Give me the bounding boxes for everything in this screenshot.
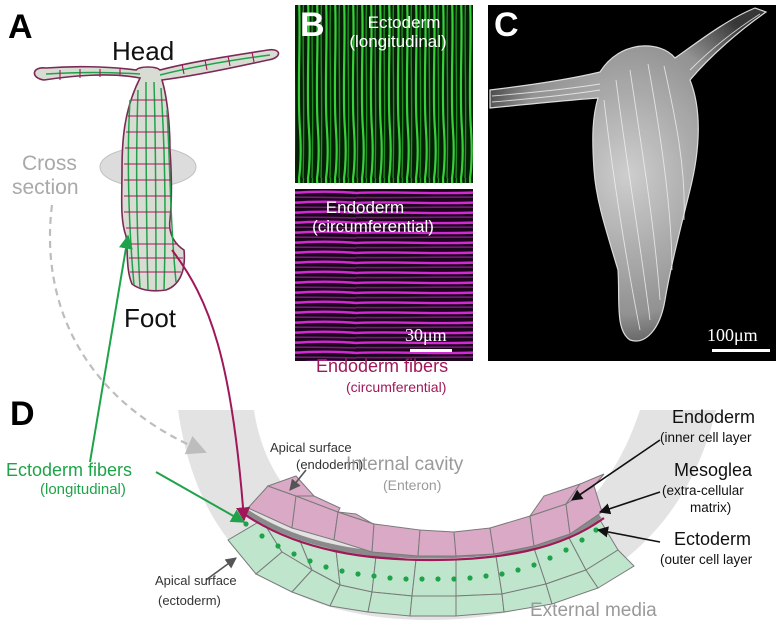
ectoderm-fiber-arrow-up — [90, 236, 128, 462]
apical-ectoderm-label-line2: (ectoderm) — [158, 593, 221, 608]
mesoglea-label: Mesoglea — [674, 460, 753, 480]
endoderm-layer-label: Endoderm — [672, 407, 755, 427]
endoderm-fibers-label: Endoderm fibers — [316, 356, 448, 376]
panel-c: C 100μm — [488, 5, 776, 361]
foot-label: Foot — [124, 303, 177, 333]
internal-cavity-label: Internal cavity — [346, 454, 464, 475]
panel-label-c: C — [494, 6, 519, 44]
cross-section-label-line1: Cross — [22, 152, 77, 175]
scale-label-c: 100μm — [707, 325, 758, 345]
cross-section-label-line2: section — [12, 176, 79, 199]
endoderm-layer-sublabel: (inner cell layer — [660, 430, 752, 445]
panel-label-d: D — [10, 395, 35, 433]
ectoderm-layer-sublabel: (outer cell layer — [660, 552, 753, 567]
endoderm-title-line1: Endoderm — [326, 198, 404, 217]
apical-ectoderm-label-line1: Apical surface — [155, 573, 237, 588]
endoderm-fibers-sublabel: (circumferential) — [346, 379, 446, 395]
scale-label-b: 30μm — [405, 325, 447, 345]
ectoderm-title-line2: (longitudinal) — [349, 32, 446, 51]
scale-bar-c — [712, 349, 770, 352]
external-media-label: External media — [530, 600, 657, 621]
mesoglea-sublabel-line1: (extra-cellular — [662, 483, 744, 498]
internal-cavity-sublabel: (Enteron) — [383, 477, 441, 493]
panel-label-a: A — [8, 8, 33, 46]
ectoderm-fibers-label: Ectoderm fibers — [6, 460, 132, 480]
head-label: Head — [112, 36, 174, 66]
panel-label-b: B — [300, 6, 325, 44]
ectoderm-fibers-sublabel: (longitudinal) — [40, 481, 126, 498]
apical-endoderm-label-line1: Apical surface — [270, 440, 352, 455]
scale-bar-b — [410, 349, 452, 352]
panel-a: A Head — [8, 8, 279, 333]
endoderm-title-line2: (circumferential) — [312, 217, 434, 236]
panel-b: B Ectoderm (longitudinal) Endoderm (circ… — [295, 5, 473, 361]
ectoderm-layer-label: Ectoderm — [674, 529, 751, 549]
mesoglea-sublabel-line2: matrix) — [690, 500, 731, 515]
ectoderm-title-line1: Ectoderm — [368, 13, 441, 32]
